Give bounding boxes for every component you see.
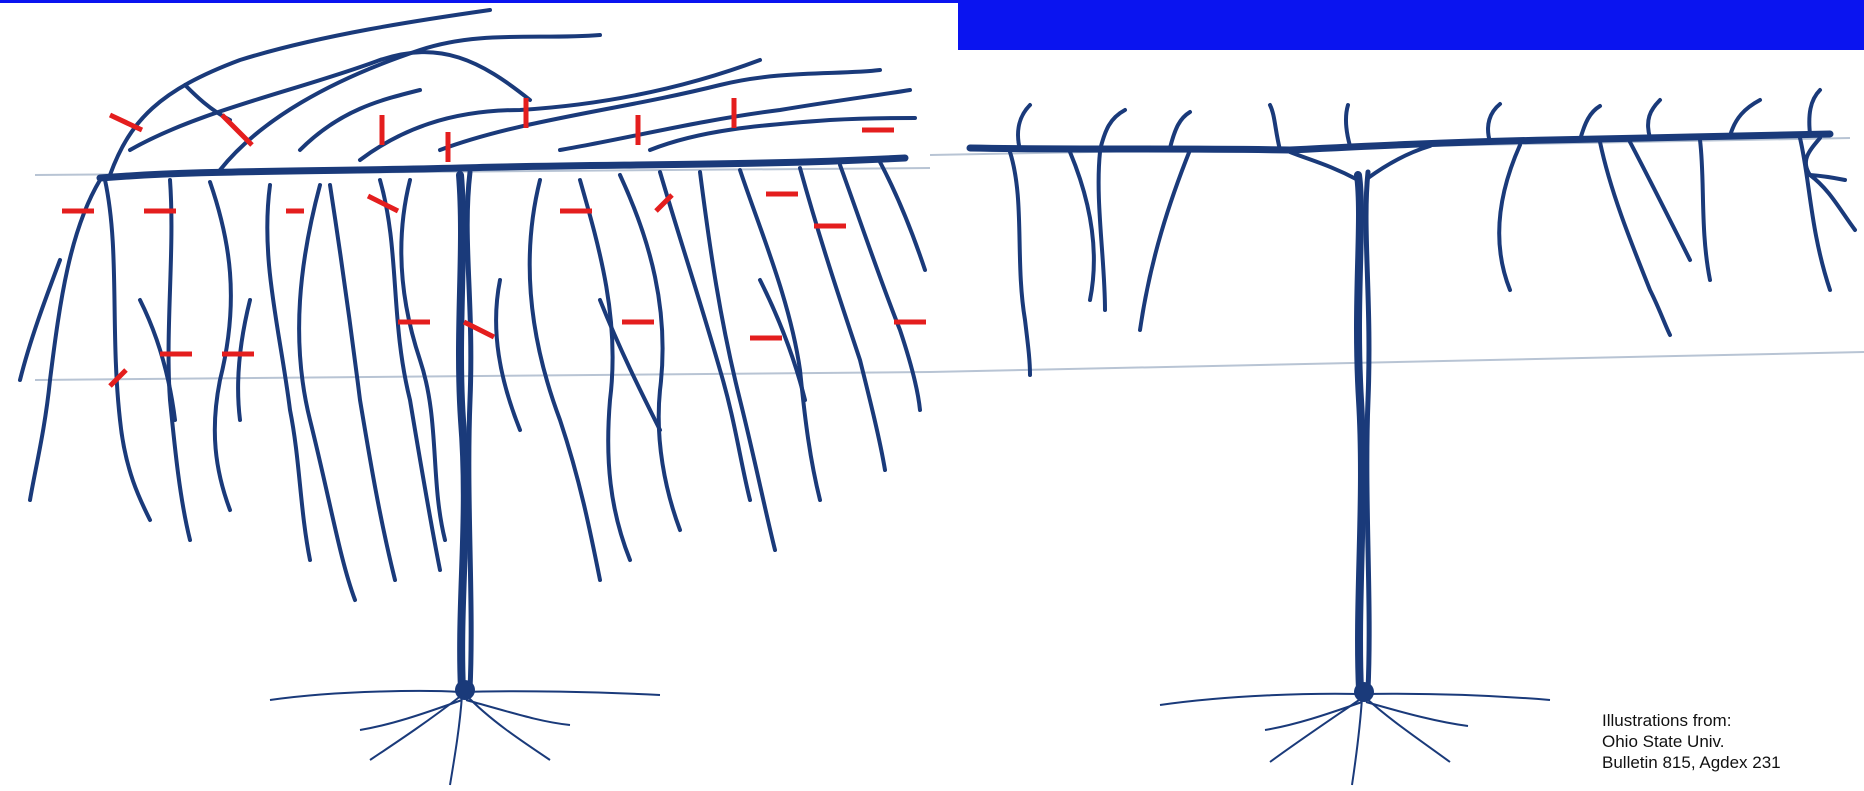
bottom-wire [34,371,930,381]
pruned-vine-illustration [930,0,1864,791]
vine-canes [18,8,927,694]
vine-canes [966,88,1857,694]
unpruned-vine-svg [18,8,930,786]
prune-cut-marks [62,98,926,388]
root-crown [1354,682,1374,702]
roots [269,689,661,786]
trunk [456,171,469,694]
roots [1159,692,1551,786]
cordon [96,154,909,182]
root-crown [455,680,475,700]
header-bar-right [958,0,1864,50]
bottom-wire [930,351,1864,373]
cordon [966,130,1834,154]
unpruned-vine-illustration [0,0,930,791]
caption-line-2: Ohio State Univ. [1602,732,1725,751]
caption-line-1: Illustrations from: [1602,711,1732,730]
source-caption: Illustrations from: Ohio State Univ. Bul… [1602,710,1862,773]
trellis-wires [930,137,1864,373]
trunk [1354,171,1366,694]
pruned-vine-svg [930,88,1864,786]
caption-line-3: Bulletin 815, Agdex 231 [1602,753,1781,772]
header-bar-left [0,0,960,3]
